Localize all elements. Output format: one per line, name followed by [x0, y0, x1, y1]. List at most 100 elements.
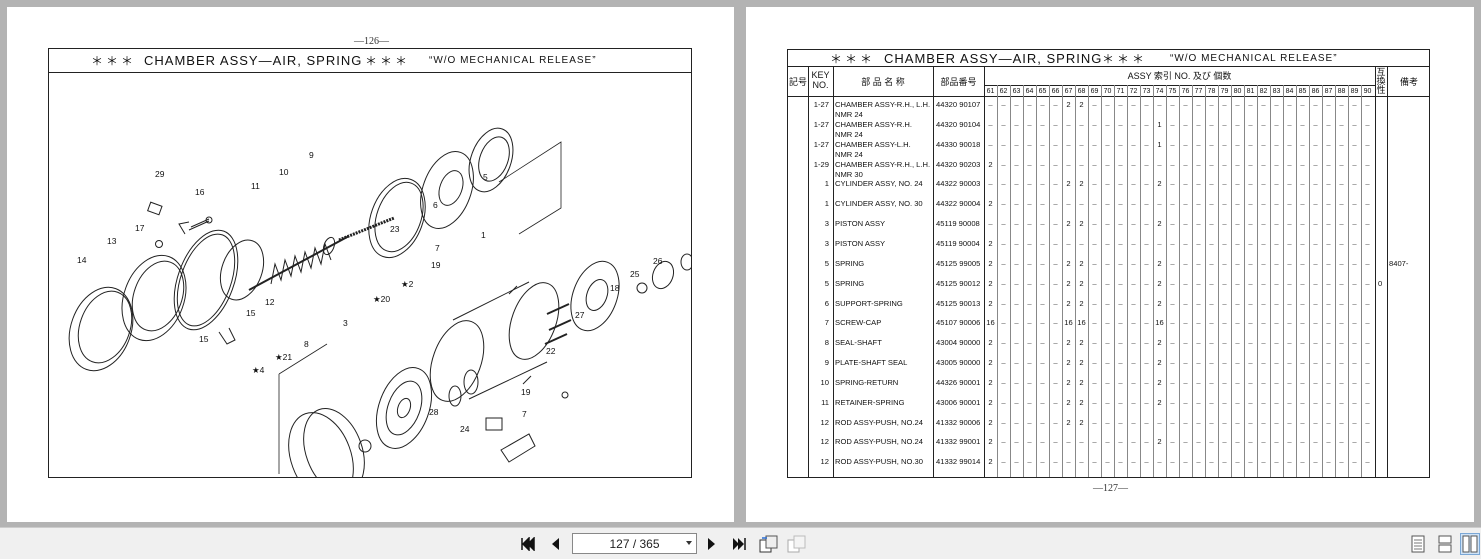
qty-cell: –	[1001, 437, 1006, 447]
qty-cell: –	[1339, 318, 1344, 328]
qty-cell: –	[1235, 457, 1240, 467]
qty-cell: –	[1326, 199, 1331, 209]
single-page-view-button[interactable]	[1408, 533, 1428, 555]
qty-cell: –	[1339, 397, 1344, 407]
qty-cell: 2	[988, 437, 993, 447]
qty-cell: –	[1014, 238, 1019, 248]
title-note: “W/O MECHANICAL RELEASE”	[429, 55, 597, 66]
qty-cell: –	[1274, 338, 1279, 348]
qty-cell: –	[1144, 457, 1149, 467]
qty-cell: –	[1209, 258, 1214, 268]
qty-cell: 2	[1066, 397, 1071, 407]
qty-cell: –	[1235, 437, 1240, 447]
single-page-view-icon	[1411, 535, 1425, 553]
qty-cell: 2	[1157, 397, 1162, 407]
qty-cell: –	[1287, 397, 1292, 407]
qty-cell: –	[1248, 238, 1253, 248]
qty-cell: –	[1313, 338, 1318, 348]
qty-cell: –	[1183, 358, 1188, 368]
two-page-view-button[interactable]	[1460, 533, 1480, 555]
qty-cell: –	[1105, 358, 1110, 368]
qty-cell: –	[1183, 119, 1188, 129]
qty-cell: –	[1274, 139, 1279, 149]
qty-cell: –	[1222, 139, 1227, 149]
qty-cell: –	[1313, 199, 1318, 209]
qty-cell: 2	[1079, 179, 1084, 189]
qty-cell: –	[1339, 417, 1344, 427]
last-page-button[interactable]	[728, 533, 750, 555]
callout-28: 28	[429, 407, 439, 417]
qty-cell: 2	[988, 457, 993, 467]
assy-col-86: 86	[1311, 88, 1320, 95]
qty-cell: –	[1157, 238, 1162, 248]
grid-line	[1257, 85, 1258, 477]
qty-cell: –	[1170, 358, 1175, 368]
prev-page-button[interactable]	[544, 533, 566, 555]
qty-cell: –	[1027, 377, 1032, 387]
qty-cell: 2	[1066, 219, 1071, 229]
qty-cell: –	[1170, 100, 1175, 109]
qty-cell: –	[1300, 397, 1305, 407]
qty-cell: –	[1118, 338, 1123, 348]
qty-cell: 2	[1157, 278, 1162, 288]
callout-19b: 19	[521, 387, 531, 397]
qty-cell: –	[1040, 219, 1045, 229]
key-no: 1	[824, 199, 829, 209]
qty-cell: –	[1105, 179, 1110, 189]
callout-star-20: ★20	[373, 294, 390, 304]
qty-cell: –	[1066, 457, 1071, 467]
qty-cell: –	[1170, 338, 1175, 348]
qty-cell: –	[1352, 437, 1357, 447]
qty-cell: –	[1144, 238, 1149, 248]
continuous-view-button[interactable]	[1435, 533, 1455, 555]
qty-cell: –	[1014, 358, 1019, 368]
qty-cell: –	[1248, 278, 1253, 288]
qty-cell: –	[1040, 278, 1045, 288]
next-page-button[interactable]	[701, 533, 723, 555]
qty-cell: –	[1053, 100, 1058, 109]
grid-line	[1283, 85, 1284, 477]
qty-cell: –	[1092, 199, 1097, 209]
grid-line	[1101, 85, 1102, 477]
qty-cell: –	[1352, 298, 1357, 308]
qty-cell: –	[1339, 358, 1344, 368]
copy-button[interactable]	[786, 533, 808, 555]
rotate-button[interactable]	[758, 533, 780, 555]
grid-line	[1049, 85, 1050, 477]
qty-cell: –	[1313, 139, 1318, 149]
qty-cell: –	[1365, 338, 1370, 348]
qty-cell: –	[1274, 238, 1279, 248]
qty-cell: –	[1261, 278, 1266, 288]
qty-cell: –	[1287, 219, 1292, 229]
qty-cell: –	[1144, 100, 1149, 109]
qty-cell: –	[1235, 338, 1240, 348]
qty-cell: –	[1144, 417, 1149, 427]
qty-cell: –	[1365, 278, 1370, 288]
qty-cell: –	[1365, 159, 1370, 169]
qty-cell: –	[1001, 199, 1006, 209]
key-no: 5	[824, 278, 829, 288]
first-page-button[interactable]	[517, 533, 539, 555]
page-number-select[interactable]: 127 / 365	[572, 533, 697, 554]
qty-cell: –	[1196, 298, 1201, 308]
qty-cell: –	[1001, 159, 1006, 169]
qty-cell: –	[1235, 417, 1240, 427]
qty-cell: –	[1014, 258, 1019, 268]
qty-cell: –	[1300, 238, 1305, 248]
qty-cell: –	[1365, 199, 1370, 209]
qty-cell: –	[1326, 358, 1331, 368]
qty-cell: –	[1287, 139, 1292, 149]
qty-cell: –	[1274, 219, 1279, 229]
key-no: 3	[824, 219, 829, 229]
part-number: 41332 99001	[936, 437, 981, 447]
qty-cell: –	[1092, 278, 1097, 288]
qty-cell: –	[1235, 139, 1240, 149]
callout-star-21: ★21	[275, 352, 292, 362]
qty-cell: –	[1209, 139, 1214, 149]
part-21-ring	[303, 408, 365, 477]
qty-cell: –	[1261, 437, 1266, 447]
assy-col-70: 70	[1103, 88, 1112, 95]
